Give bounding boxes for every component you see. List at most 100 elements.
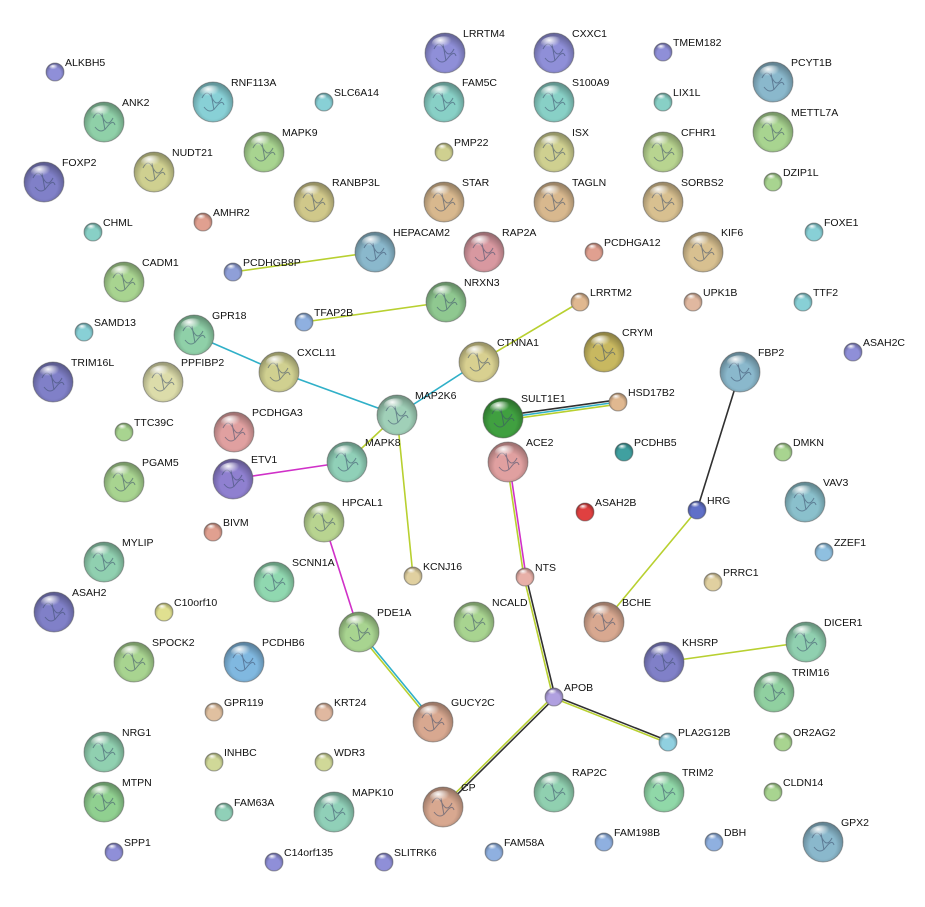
node-chml[interactable]: CHML	[83, 217, 133, 242]
node-gucy2c[interactable]: GUCY2C	[412, 697, 495, 743]
node-or2ag2[interactable]: OR2AG2	[773, 727, 836, 752]
node-zzef1[interactable]: ZZEF1	[814, 537, 866, 562]
node-tagln[interactable]: TAGLN	[533, 177, 606, 223]
node-nudt21[interactable]: NUDT21	[133, 147, 213, 193]
node-samd13[interactable]: SAMD13	[74, 317, 136, 342]
node-gpr119[interactable]: GPR119	[204, 697, 264, 722]
node-krt24[interactable]: KRT24	[314, 697, 367, 722]
node-pgam5[interactable]: PGAM5	[103, 457, 179, 503]
node-fam198b[interactable]: FAM198B	[594, 827, 660, 852]
node-cfhr1[interactable]: CFHR1	[642, 127, 716, 173]
node-star[interactable]: STAR	[423, 177, 490, 223]
node-pcyt1b[interactable]: PCYT1B	[752, 57, 832, 103]
node-etv1[interactable]: ETV1	[212, 454, 277, 500]
node-spock2[interactable]: SPOCK2	[113, 637, 195, 683]
node-sult1e1[interactable]: SULT1E1	[482, 393, 566, 439]
node-crym[interactable]: CRYM	[583, 327, 653, 373]
node-mapk9[interactable]: MAPK9	[243, 127, 318, 173]
node-c14orf135[interactable]: C14orf135	[264, 847, 333, 872]
node-c10orf10[interactable]: C10orf10	[154, 597, 217, 622]
node-nrxn3[interactable]: NRXN3	[425, 277, 500, 323]
node-slc6a14[interactable]: SLC6A14	[314, 87, 379, 112]
node-slitrk6[interactable]: SLITRK6	[374, 847, 437, 872]
node-gpx2[interactable]: GPX2	[802, 817, 869, 863]
node-pcdhb5[interactable]: PCDHB5	[614, 437, 677, 462]
node-pcdhgb8p[interactable]: PCDHGB8P	[223, 257, 301, 282]
node-dbh[interactable]: DBH	[704, 827, 746, 852]
node-nrg1[interactable]: NRG1	[83, 727, 151, 773]
node-bivm[interactable]: BIVM	[203, 517, 249, 542]
node-s100a9[interactable]: S100A9	[533, 77, 610, 123]
node-hsd17b2[interactable]: HSD17B2	[608, 387, 675, 412]
node-pde1a[interactable]: PDE1A	[338, 607, 411, 653]
node-dicer1[interactable]: DICER1	[785, 617, 863, 663]
node-dmkn[interactable]: DMKN	[773, 437, 824, 462]
node-foxe1[interactable]: FOXE1	[804, 217, 859, 242]
node-asah2[interactable]: ASAH2	[33, 587, 107, 633]
node-fam63a[interactable]: FAM63A	[214, 797, 274, 822]
node-trim16[interactable]: TRIM16	[753, 667, 830, 713]
node-vav3[interactable]: VAV3	[784, 477, 848, 523]
node-alkbh5[interactable]: ALKBH5	[45, 57, 105, 82]
node-kcnj16[interactable]: KCNJ16	[403, 561, 462, 586]
node-ace2[interactable]: ACE2	[487, 437, 554, 483]
node-ppfibp2[interactable]: PPFIBP2	[142, 357, 224, 403]
node-fbp2[interactable]: FBP2	[719, 347, 784, 393]
node-gpr18[interactable]: GPR18	[173, 310, 247, 356]
node-rap2a[interactable]: RAP2A	[463, 227, 536, 273]
node-pcdhb6[interactable]: PCDHB6	[223, 637, 305, 683]
node-upk1b[interactable]: UPK1B	[683, 287, 737, 312]
node-pcdhga3[interactable]: PCDHGA3	[213, 407, 303, 453]
node-hpcal1[interactable]: HPCAL1	[303, 497, 383, 543]
node-trim2[interactable]: TRIM2	[643, 767, 714, 813]
node-cxxc1[interactable]: CXXC1	[533, 28, 607, 74]
node-asah2b[interactable]: ASAH2B	[575, 497, 636, 522]
node-mapk10[interactable]: MAPK10	[313, 787, 394, 833]
node-fam5c[interactable]: FAM5C	[423, 77, 497, 123]
node-kif6[interactable]: KIF6	[682, 227, 743, 273]
node-sorbs2[interactable]: SORBS2	[642, 177, 724, 223]
node-amhr2[interactable]: AMHR2	[193, 207, 250, 232]
node-ank2[interactable]: ANK2	[83, 97, 150, 143]
node-apob[interactable]: APOB	[544, 682, 593, 707]
node-ncald[interactable]: NCALD	[453, 597, 528, 643]
node-map2k6[interactable]: MAP2K6	[376, 390, 457, 436]
node-pmp22[interactable]: PMP22	[434, 137, 489, 162]
node-cldn14[interactable]: CLDN14	[763, 777, 823, 802]
node-bche[interactable]: BCHE	[583, 597, 651, 643]
node-dzip1l[interactable]: DZIP1L	[763, 167, 819, 192]
node-rap2c[interactable]: RAP2C	[533, 767, 607, 813]
node-ttf2[interactable]: TTF2	[793, 287, 838, 312]
node-cxcl11[interactable]: CXCL11	[258, 347, 336, 393]
node-tmem182[interactable]: TMEM182	[653, 37, 722, 62]
node-trim16l[interactable]: TRIM16L	[32, 357, 114, 403]
node-lrrtm2[interactable]: LRRTM2	[570, 287, 632, 312]
node-wdr3[interactable]: WDR3	[314, 747, 365, 772]
node-mettl7a[interactable]: METTL7A	[752, 107, 838, 153]
node-pcdhga12[interactable]: PCDHGA12	[584, 237, 661, 262]
node-prrc1[interactable]: PRRC1	[703, 567, 759, 592]
node-inhbc[interactable]: INHBC	[204, 747, 257, 772]
node-cadm1[interactable]: CADM1	[103, 257, 179, 303]
node-ttc39c[interactable]: TTC39C	[114, 417, 174, 442]
node-mylip[interactable]: MYLIP	[83, 537, 154, 583]
node-pla2g12b[interactable]: PLA2G12B	[658, 727, 731, 752]
node-hepacam2[interactable]: HEPACAM2	[354, 227, 450, 273]
node-fam58a[interactable]: FAM58A	[484, 837, 544, 862]
node-isx[interactable]: ISX	[533, 127, 589, 173]
node-spp1[interactable]: SPP1	[104, 837, 151, 862]
node-khsrp[interactable]: KHSRP	[643, 637, 718, 683]
node-nts[interactable]: NTS	[515, 562, 556, 587]
node-scnn1a[interactable]: SCNN1A	[253, 557, 335, 603]
node-ctnna1[interactable]: CTNNA1	[458, 337, 539, 383]
node-ranbp3l[interactable]: RANBP3L	[293, 177, 380, 223]
node-lix1l[interactable]: LIX1L	[653, 87, 701, 112]
node-mtpn[interactable]: MTPN	[83, 777, 152, 823]
node-tfap2b[interactable]: TFAP2B	[294, 307, 353, 332]
node-foxp2[interactable]: FOXP2	[23, 157, 97, 203]
node-cp[interactable]: CP	[422, 782, 476, 828]
node-lrrtm4[interactable]: LRRTM4	[424, 28, 505, 74]
node-mapk8[interactable]: MAPK8	[326, 437, 401, 483]
node-rnf113a[interactable]: RNF113A	[192, 77, 276, 123]
node-hrg[interactable]: HRG	[687, 495, 730, 520]
